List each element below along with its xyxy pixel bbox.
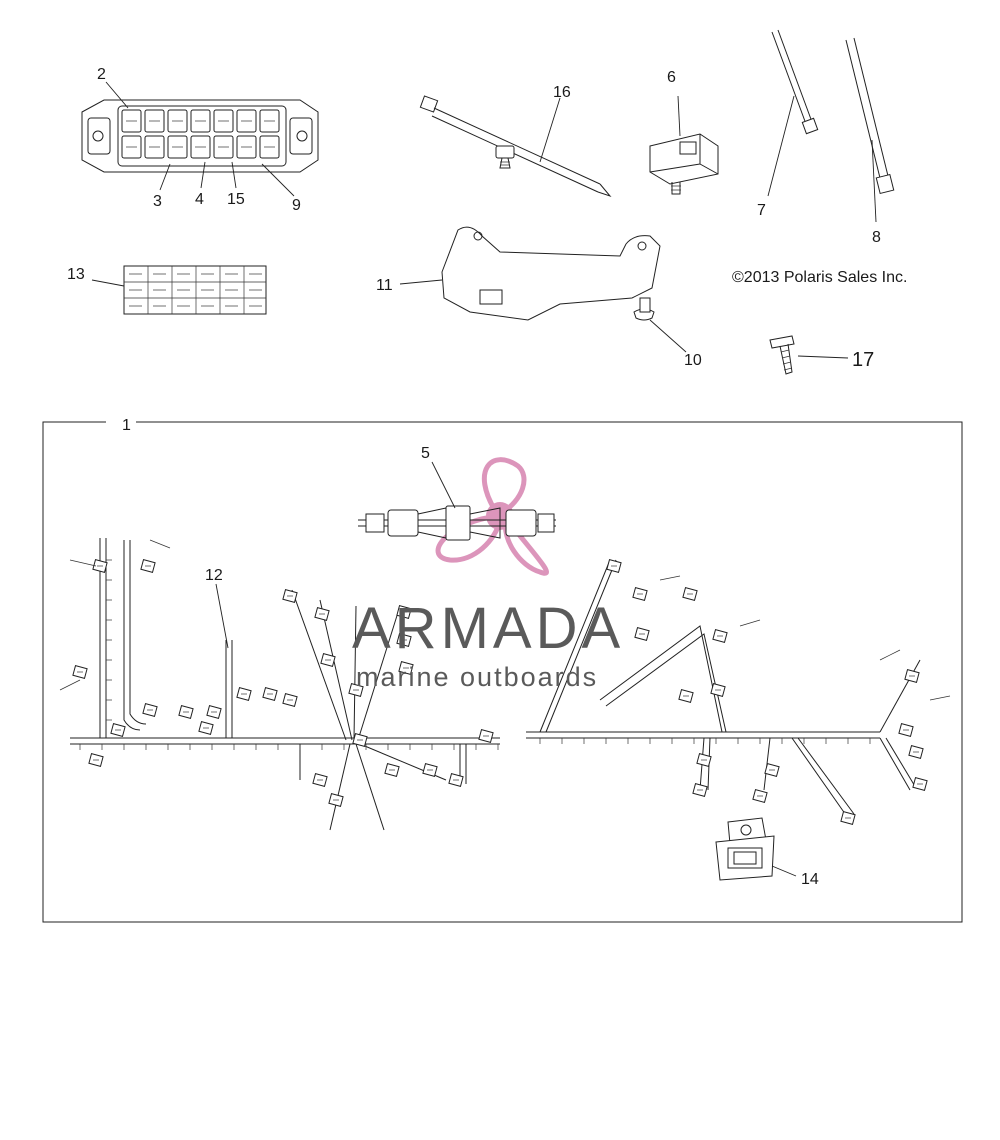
harness-connector <box>682 587 698 601</box>
harness-connector <box>384 763 400 777</box>
harness-connector <box>398 661 414 675</box>
relay-slot <box>144 109 165 133</box>
harness-connector <box>764 763 780 777</box>
harness-connector <box>320 653 336 667</box>
harness-connector <box>282 589 298 603</box>
relay-slot <box>236 135 257 159</box>
harness-connector <box>710 683 726 697</box>
relay-slot <box>213 109 234 133</box>
cable-tie-long-part <box>845 37 895 195</box>
harness-connector <box>328 793 344 807</box>
harness-connector <box>88 753 104 767</box>
relay-slot <box>144 135 165 159</box>
callout-11: 11 <box>376 277 393 294</box>
callout-6: 6 <box>667 69 676 86</box>
harness-connector <box>72 665 88 679</box>
harness-connector <box>632 587 648 601</box>
harness-connector <box>634 627 650 641</box>
harness-connector <box>312 773 328 787</box>
copyright-notice: ©2013 Polaris Sales Inc. <box>732 269 907 286</box>
cable-tie-short-part <box>771 29 819 135</box>
harness-connector <box>448 773 464 787</box>
harness-connector <box>262 687 278 701</box>
harness-connector <box>904 669 920 683</box>
wire-harness-drawing <box>59 538 951 831</box>
armada-watermark-text: ARMADA marine outboards <box>352 596 624 692</box>
harness-connector <box>178 705 194 719</box>
harness-connector <box>352 733 368 747</box>
relay-slot <box>167 135 188 159</box>
harness-connector <box>692 783 708 797</box>
fuse-holder-part <box>358 505 556 541</box>
harness-connector <box>840 811 856 825</box>
relay-label-part <box>123 265 267 315</box>
connector-clip-part <box>649 133 719 195</box>
relay-slot <box>236 109 257 133</box>
harness-connector <box>348 683 364 697</box>
harness-connector <box>606 559 622 573</box>
relay-slot <box>259 109 280 133</box>
callout-14: 14 <box>801 871 819 888</box>
callout-13: 13 <box>67 266 85 283</box>
watermark-subtitle: marine outboards <box>356 662 598 692</box>
callout-labels: 1 2 3 4 5 6 7 8 9 10 11 12 13 14 15 16 1… <box>67 66 881 888</box>
bracket-part <box>441 226 661 321</box>
harness-connector <box>712 629 728 643</box>
harness-connector <box>696 753 712 767</box>
callout-10: 10 <box>684 352 702 369</box>
harness-connector <box>422 763 438 777</box>
callout-5: 5 <box>421 445 430 462</box>
harness-connector <box>908 745 924 759</box>
harness-connector <box>92 559 108 573</box>
harness-connector <box>198 721 214 735</box>
callout-3: 3 <box>153 193 162 210</box>
relay-slot <box>213 135 234 159</box>
callout-2: 2 <box>97 66 106 83</box>
harness-connector <box>282 693 298 707</box>
harness-connector <box>898 723 914 737</box>
connector-cap-part <box>715 817 775 881</box>
harness-connector <box>140 559 156 573</box>
callout-16: 16 <box>553 84 571 101</box>
relay-slots <box>121 109 280 159</box>
callout-12: 12 <box>205 567 223 584</box>
push-rivet-part <box>633 297 655 321</box>
relay-slot <box>121 109 142 133</box>
harness-connector <box>110 723 126 737</box>
callout-8: 8 <box>872 229 881 246</box>
harness-connector <box>236 687 252 701</box>
harness-connector <box>396 605 412 619</box>
relay-slot <box>121 135 142 159</box>
harness-connector <box>478 729 494 743</box>
callout-15: 15 <box>227 191 245 208</box>
screw-part <box>769 335 795 375</box>
cable-tie-clip-part <box>419 95 612 198</box>
relay-slot <box>190 135 211 159</box>
harness-connector <box>142 703 158 717</box>
callout-17: 17 <box>852 349 874 371</box>
harness-frame <box>42 412 963 923</box>
harness-connector <box>396 633 412 647</box>
callout-9: 9 <box>292 197 301 214</box>
callout-1: 1 <box>122 417 131 434</box>
relay-slot <box>259 135 280 159</box>
relay-slot <box>190 109 211 133</box>
harness-connector <box>752 789 768 803</box>
harness-connector <box>206 705 222 719</box>
harness-connector <box>314 607 330 621</box>
relay-slot <box>167 109 188 133</box>
harness-connector <box>912 777 928 791</box>
callout-4: 4 <box>195 191 204 208</box>
fuse-box-part <box>81 99 319 173</box>
harness-connector <box>678 689 694 703</box>
callout-7: 7 <box>757 202 766 219</box>
watermark-title: ARMADA <box>352 596 624 661</box>
